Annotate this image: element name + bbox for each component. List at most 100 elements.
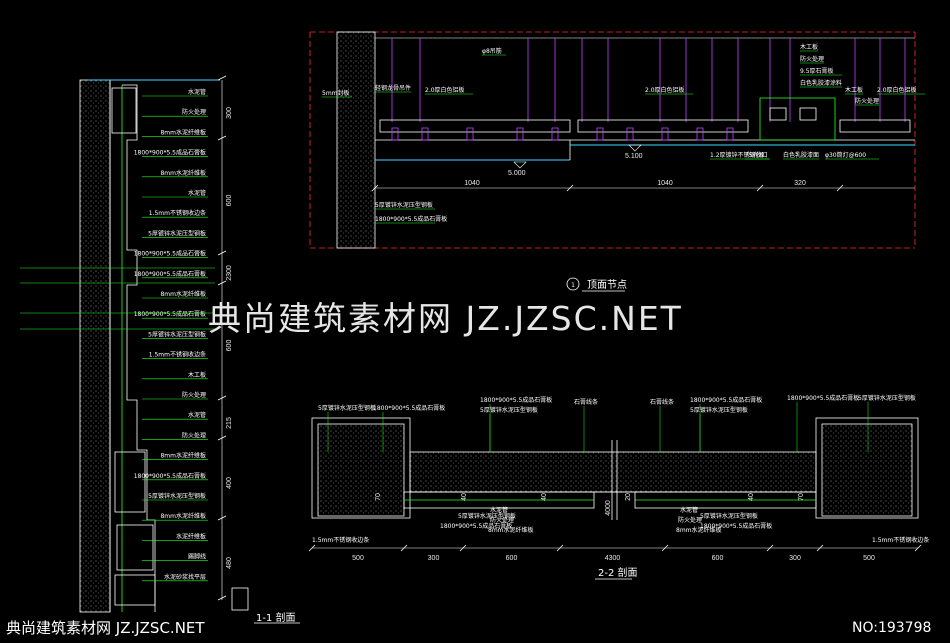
- left-dim-6: 480: [226, 557, 233, 569]
- plan-bottom-label-10: 1.5mm不锈钢收边条: [312, 536, 369, 544]
- left-label-24: 水泥砂浆找平层: [164, 573, 206, 581]
- plan-dim-tick-6: [816, 544, 824, 552]
- runner-1: [379, 119, 571, 133]
- col-left: [317, 423, 405, 517]
- plan-top-label-3: 5厚镀锌水泥压型钢板: [480, 406, 538, 414]
- left-label-10: 8mm水泥纤维板: [160, 290, 206, 298]
- clip-1: [421, 127, 429, 141]
- left-label-11: 1800*900*5.5成品石膏板: [134, 310, 206, 318]
- wall-hatch: [79, 79, 111, 613]
- plan-dim-tick-1: [400, 544, 408, 552]
- top-label-11: 2.0厚白色铝板: [877, 86, 917, 94]
- top-label-2: 轻钢龙骨吊件: [375, 84, 411, 92]
- left-dim-0: 300: [226, 107, 233, 119]
- watermark-bottom: 典尚建筑素材网 JZ.JZSC.NET: [6, 619, 205, 637]
- left-label-1: 防火处理: [182, 108, 206, 116]
- plan-bottom-label-1: 1800*900*5.5成品石膏板: [440, 522, 512, 530]
- plan-bottom-label-9: 1800*900*5.5成品石膏板: [700, 522, 772, 530]
- left-label-23: 踢脚线: [188, 553, 206, 561]
- small-dim-3: 20: [625, 493, 632, 501]
- top-dim-tick-2: [756, 184, 764, 192]
- top-dim-2: 320: [794, 180, 806, 187]
- left-label-16: 水泥管: [188, 411, 206, 419]
- top-label-1: φ8吊筋: [482, 47, 502, 55]
- plan-bottom-label-0: 5厚镀锌水泥压型钢板: [458, 512, 516, 520]
- plan-bottom-label-5: 水泥管: [680, 506, 698, 514]
- top-label-5: 木工板: [800, 43, 818, 51]
- finish-box-2: [116, 524, 154, 571]
- wall-profile: [122, 84, 156, 612]
- top-dim-tick-0: [371, 184, 379, 192]
- left-dim-4: 215: [226, 417, 233, 429]
- dim-tick-3: [217, 280, 227, 286]
- elev-2: 5.100: [625, 153, 643, 160]
- left-label-5: 水泥管: [188, 189, 206, 197]
- clip-0: [391, 127, 399, 141]
- plan-bottom-label-11: 1.5mm不锈钢收边条: [872, 536, 929, 544]
- plan-dim-tick-2: [459, 544, 467, 552]
- left-dim-2: 2300: [226, 265, 233, 281]
- col-right: [821, 423, 913, 517]
- runner-3: [839, 119, 911, 133]
- elev-mark-2: [628, 144, 642, 152]
- finish-box-0: [111, 87, 137, 134]
- clip-9: [726, 127, 734, 141]
- plan-top-label-0: 5厚镀锌水泥压型钢板: [318, 404, 376, 412]
- left-label-21: 8mm水泥纤维板: [160, 512, 206, 520]
- top-label-0: 5mm封板: [322, 89, 350, 97]
- top-label-6: 防火处理: [800, 55, 824, 63]
- dim-tick-4: [217, 395, 227, 401]
- light-1: [769, 107, 787, 121]
- dim-tick-1: [217, 135, 227, 141]
- top-label-17: 1800*900*5.5成品石膏板: [375, 215, 447, 223]
- clip-8: [696, 127, 704, 141]
- plan-dim-2: 600: [506, 555, 518, 562]
- top-label-9: 木工板: [845, 86, 863, 94]
- plan-top-label-7: 5厚镀锌水泥压型钢板: [690, 406, 748, 414]
- dim-tick-5: [217, 435, 227, 441]
- dim-tick-6: [217, 515, 227, 521]
- small-dim-5: 70: [798, 493, 805, 501]
- plan-top-label-4: 石膏线条: [574, 398, 598, 406]
- top-dim-tick-1: [566, 184, 574, 192]
- center-dim: 4000: [605, 500, 612, 516]
- plan-dim-4: 600: [712, 555, 724, 562]
- small-dim-2: 40: [541, 493, 548, 501]
- watermark-main: 典尚建筑素材网 JZ.JZSC.NET: [208, 299, 683, 338]
- plan-dim-3: 4300: [605, 555, 621, 562]
- plan-bottom-label-2: 水泥管: [490, 506, 508, 514]
- plan-bottom-label-7: 8mm水泥纤维板: [676, 526, 722, 534]
- drawing-id: NO:193798: [852, 620, 932, 636]
- plan-dim-0: 500: [352, 555, 364, 562]
- elev-1: 5.000: [508, 170, 526, 177]
- plan-top-label-5: 石膏线条: [650, 398, 674, 406]
- finish-box-1: [114, 451, 146, 513]
- top-label-10: 防火处理: [855, 97, 879, 105]
- finish-box-3: [114, 574, 156, 606]
- top-title: 顶面节点: [587, 279, 627, 291]
- plan-bottom-label-4: 8mm水泥纤维板: [488, 526, 534, 534]
- left-label-15: 防火处理: [182, 391, 206, 399]
- top-dim-1: 1040: [657, 180, 673, 187]
- clip-3: [516, 127, 524, 141]
- left-label-17: 防火处理: [182, 431, 206, 439]
- small-dim-0: 70: [375, 493, 382, 501]
- plan-dim-tick-7: [914, 544, 922, 552]
- left-label-20: 5厚镀锌水泥压型钢板: [148, 492, 206, 500]
- left-dim-1: 600: [226, 195, 233, 207]
- top-label-15: φ30筒灯@600: [825, 151, 866, 159]
- left-label-19: 1800*900*5.5成品石膏板: [134, 472, 206, 480]
- plan-dim-5: 300: [789, 555, 801, 562]
- beam: [409, 451, 817, 493]
- left-label-9: 1800*900*5.5成品石膏板: [134, 270, 206, 278]
- left-label-14: 木工板: [188, 371, 206, 379]
- top-label-14: 白色乳胶漆面: [783, 151, 819, 159]
- top-label-16: 5厚镀锌水泥压型钢板: [375, 201, 433, 209]
- left-label-8: 1800*900*5.5成品石膏板: [134, 250, 206, 258]
- left-label-18: 8mm水泥纤维板: [160, 452, 206, 460]
- title-circle: [566, 277, 580, 291]
- left-label-22: 水泥纤维板: [176, 532, 206, 540]
- elev-mark-1: [513, 161, 527, 169]
- plan-top-label-6: 1800*900*5.5成品石膏板: [690, 396, 762, 404]
- top-label-8: 白色乳胶漆涂料: [800, 79, 842, 87]
